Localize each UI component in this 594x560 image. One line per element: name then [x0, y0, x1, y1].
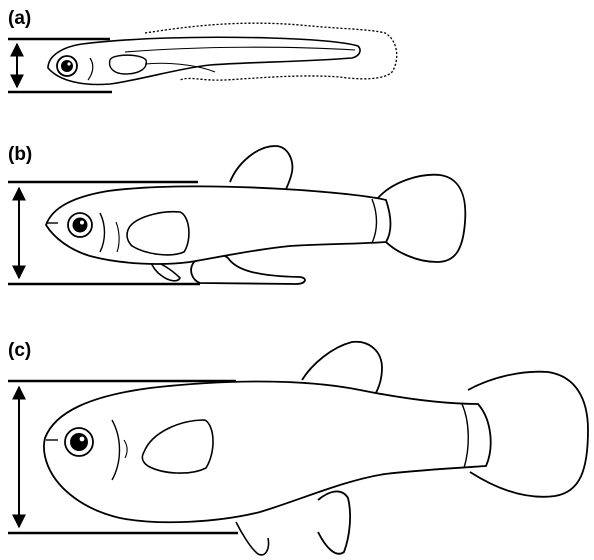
adult-pelvic-fin — [236, 522, 269, 555]
panel-c — [8, 342, 588, 555]
adult-eye-icon — [65, 428, 93, 456]
panel-b — [8, 146, 465, 284]
larva-yolk — [110, 55, 147, 74]
adult-body — [44, 382, 491, 523]
juvenile-dorsal-fin — [230, 146, 292, 192]
panel-a — [8, 23, 397, 92]
larva-eye-icon — [57, 56, 77, 76]
juvenile-body — [46, 186, 391, 264]
larva-body — [48, 37, 360, 84]
juvenile-eye-icon — [68, 213, 92, 237]
adult-anal-fin — [318, 491, 350, 553]
